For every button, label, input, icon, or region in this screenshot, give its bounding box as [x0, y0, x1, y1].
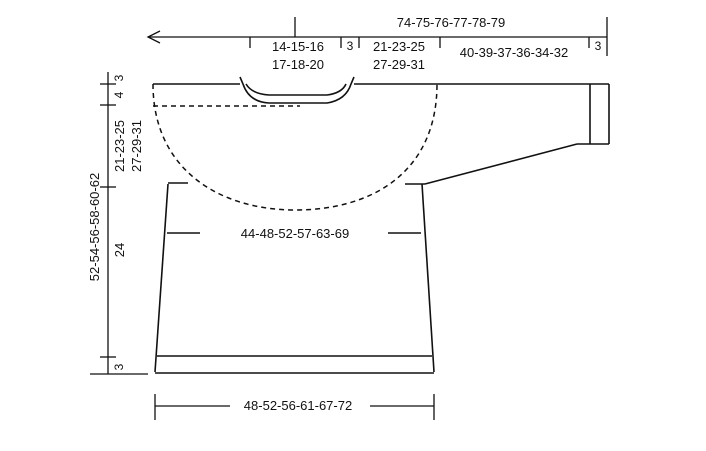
hem-width-label: 48-52-56-61-67-72 — [244, 398, 352, 413]
total-width-label: 74-75-76-77-78-79 — [397, 15, 505, 30]
yoke-width-label-2: 27-29-31 — [373, 57, 425, 72]
neck-width-label-2: 17-18-20 — [272, 57, 324, 72]
neck-edge-depth-label: 3 — [112, 74, 126, 81]
yoke-depth-label-2: 27-29-31 — [129, 120, 144, 172]
yoke-depth-label-1: 21-23-25 — [112, 120, 127, 172]
cuff-edge-label: 3 — [595, 39, 602, 53]
bottom-edge-label: 3 — [112, 363, 126, 370]
body-length-label: 24 — [112, 243, 127, 257]
yoke-width-label-1: 21-23-25 — [373, 39, 425, 54]
neck-edge-label: 3 — [347, 39, 354, 53]
left-dimension-line — [90, 72, 148, 375]
bottom-dimension-line — [154, 394, 435, 420]
raise-label: 4 — [112, 91, 126, 98]
yoke-dashed-outline — [152, 83, 438, 211]
total-length-label: 52-54-56-58-60-62 — [87, 173, 102, 281]
sleeve-length-label: 40-39-37-36-34-32 — [460, 45, 568, 60]
garment-outline — [153, 76, 610, 374]
chest-width-label: 44-48-52-57-63-69 — [241, 226, 349, 241]
neck-width-label-1: 14-15-16 — [272, 39, 324, 54]
top-dimension-line — [146, 17, 608, 56]
